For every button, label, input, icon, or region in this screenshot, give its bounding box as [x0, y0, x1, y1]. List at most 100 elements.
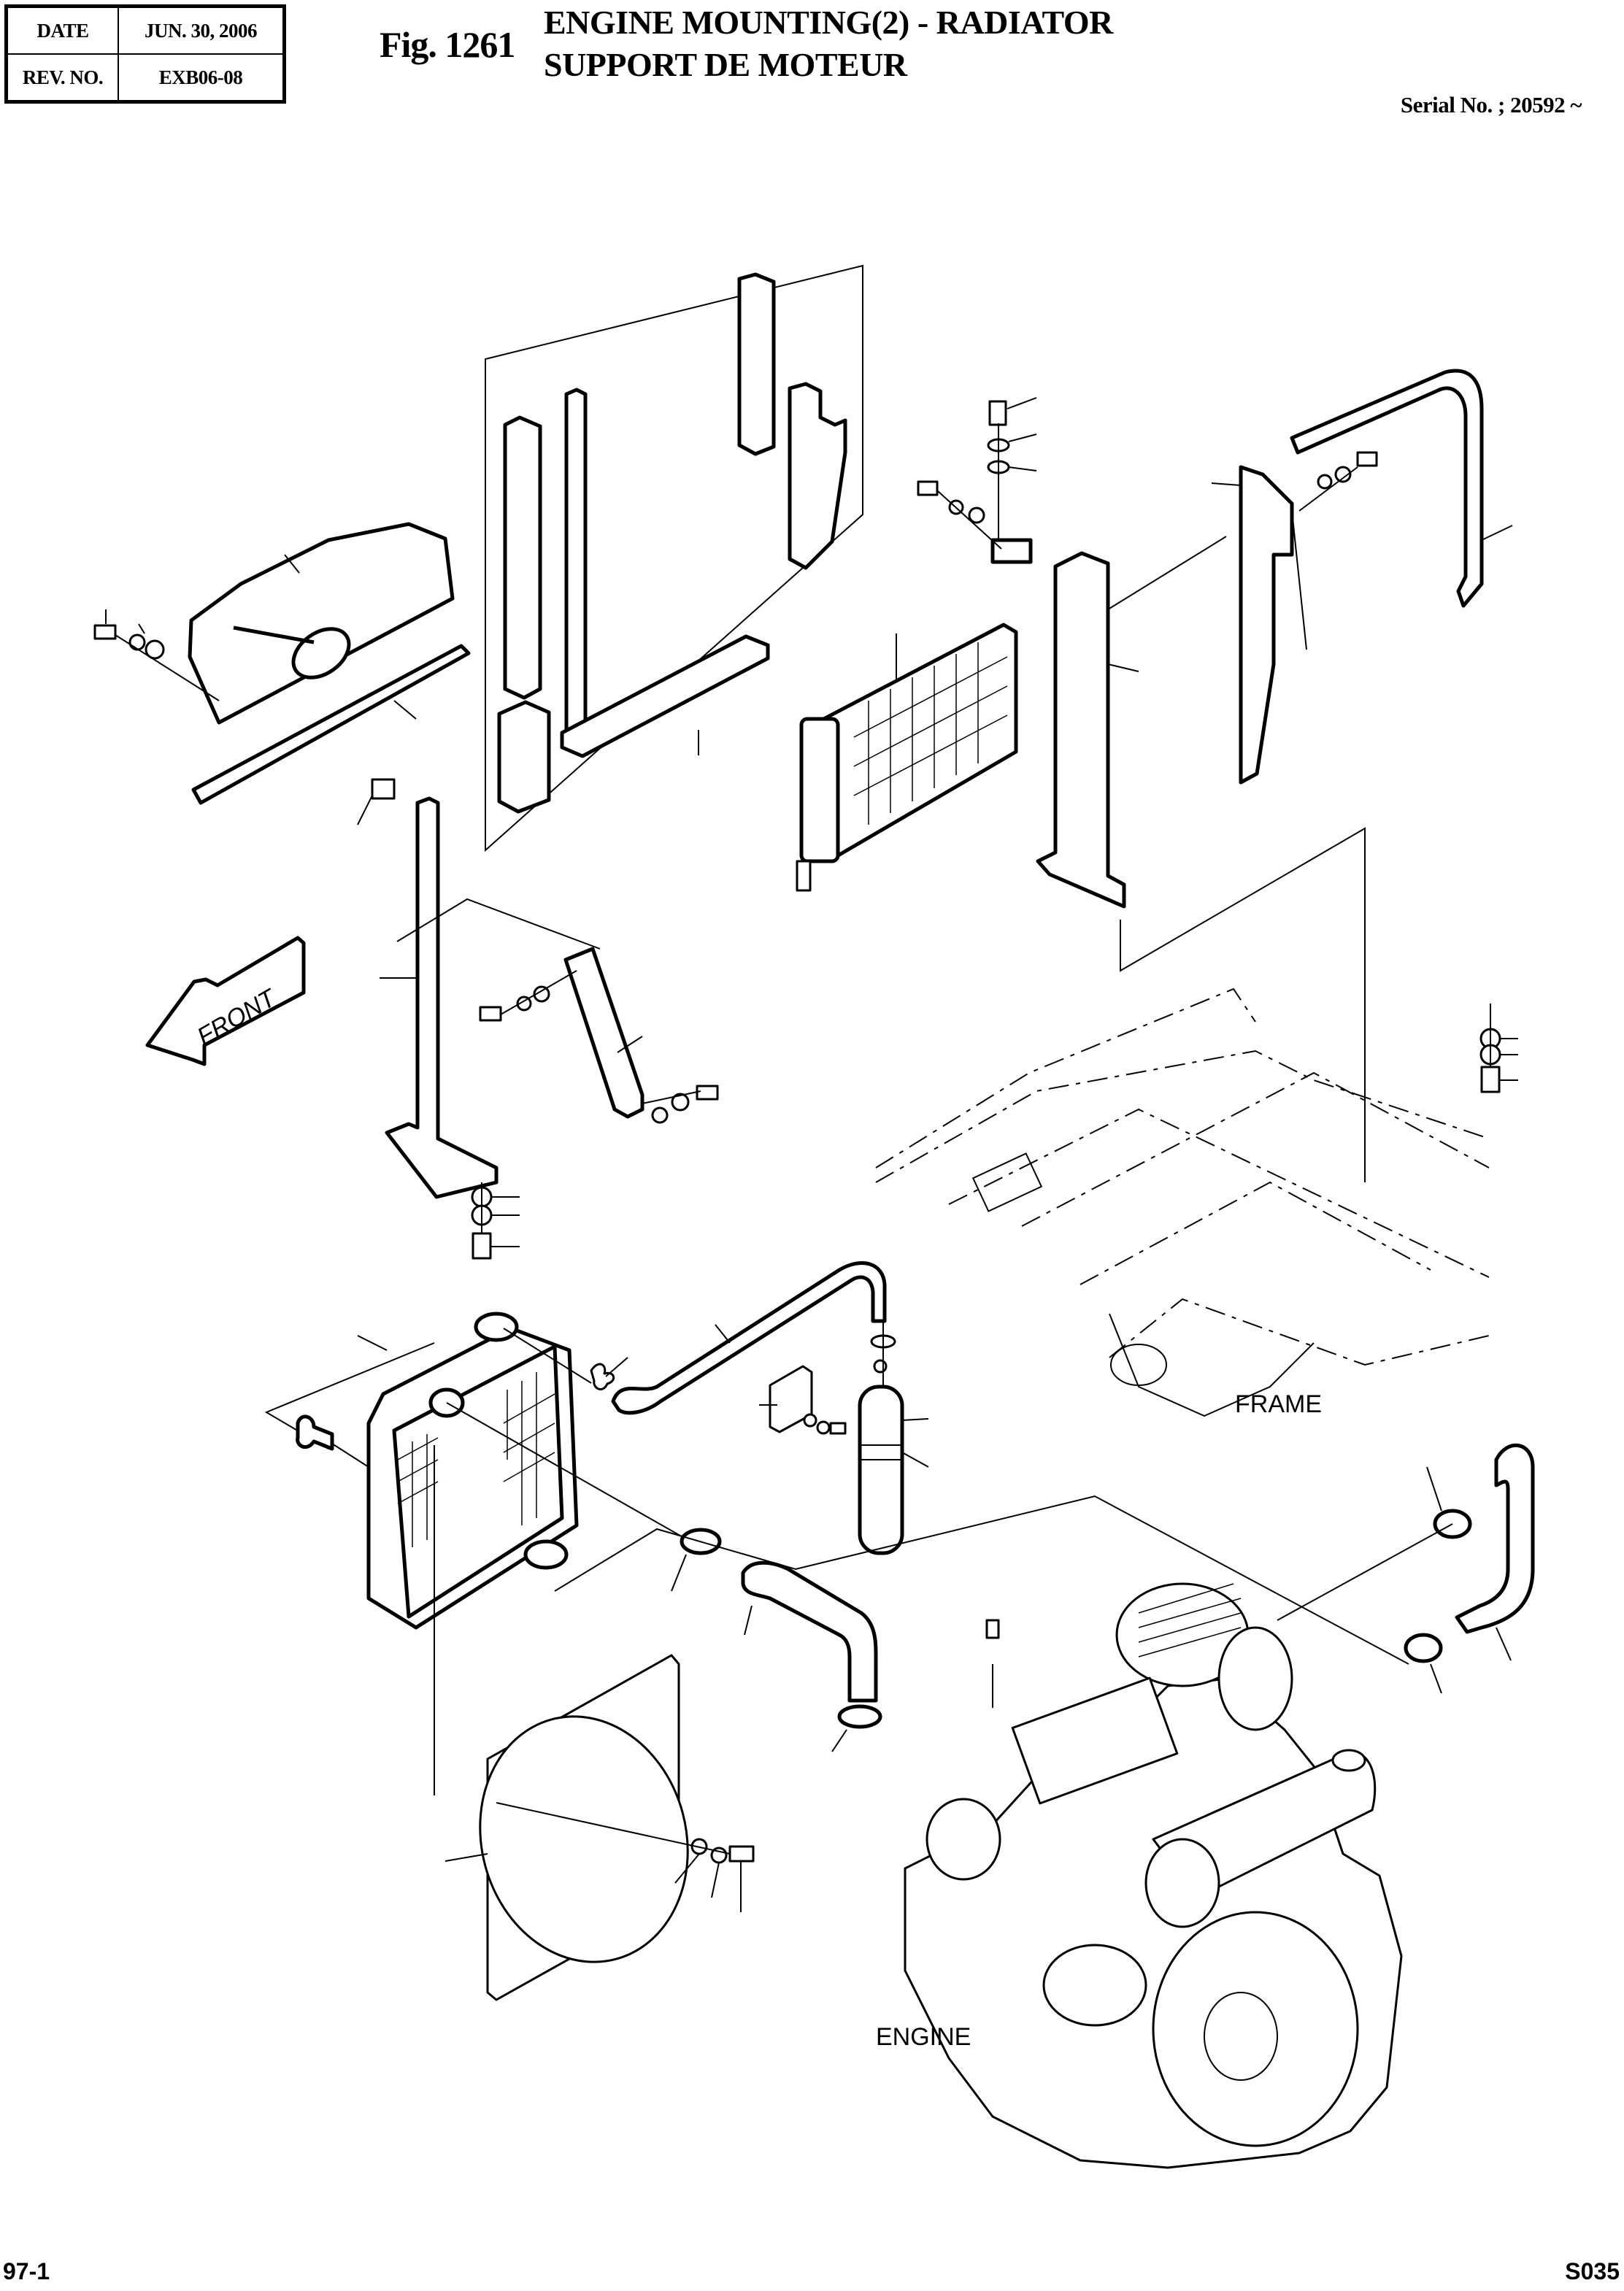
alternator: [925, 1798, 1001, 1881]
radiator-group: [264, 1312, 701, 1795]
stay-right-group: [917, 397, 1227, 909]
flywheel: [1152, 1911, 1359, 2147]
stay-left: [385, 796, 499, 1199]
edge-trim: [1290, 369, 1484, 608]
leader-line: [1007, 397, 1037, 409]
leader-line: [715, 1324, 731, 1344]
leader-line: [617, 1036, 643, 1053]
bolt-icon: [93, 624, 117, 640]
front-arrow: FRONT: [145, 936, 306, 1066]
leader-line: [671, 1554, 687, 1592]
leader-line: [1008, 466, 1037, 471]
document-code: S035: [1565, 2258, 1620, 2284]
washer-icon: [803, 1413, 817, 1428]
assembly-line: [446, 1402, 701, 1548]
fitting-icon: [796, 860, 812, 892]
air-cleaner-cap: [1217, 1626, 1293, 1731]
leader-line: [393, 700, 417, 720]
frame-outline: [948, 1108, 1490, 1278]
engine-label: ENGINE: [876, 2023, 971, 2051]
tank-cap: [873, 1359, 888, 1374]
brace-group: [479, 947, 719, 1124]
reserve-tank: [858, 1385, 904, 1555]
leader-line: [1481, 525, 1513, 541]
hose-clamp-icon: [1404, 1633, 1443, 1663]
page-number: 97-1: [3, 2258, 50, 2284]
radiator-cap: [474, 1312, 519, 1342]
assembly-line: [1107, 536, 1227, 610]
seal-block-4: [788, 382, 847, 570]
title-french: SUPPORT DE MOTEUR: [544, 46, 907, 83]
stay-bracket: [990, 538, 1033, 564]
bolt-icon: [988, 400, 1007, 426]
upper-cover-group: [93, 522, 471, 805]
shroud-plate: [1239, 465, 1294, 785]
upper-engine-hose: [1455, 1443, 1535, 1634]
valve-cover: [1011, 1676, 1179, 1805]
bolt-icon: [829, 1422, 847, 1435]
frame-label: FRAME: [1235, 1390, 1322, 1418]
front-arrow-shape: [145, 936, 306, 1066]
seal-kit-group: [485, 264, 863, 852]
washer-icon: [671, 1093, 690, 1112]
drain-plug-icon: [296, 1414, 334, 1451]
leader-line: [831, 1729, 847, 1752]
assembly-line: [503, 1328, 592, 1384]
frame-box: [971, 1152, 1043, 1212]
figure-number: Fig. 1261: [380, 24, 515, 65]
washer-icon: [516, 996, 532, 1012]
upper-hose-group: [611, 1261, 887, 1415]
title-english: ENGINE MOUNTING(2) - RADIATOR: [544, 4, 1113, 41]
bolt-icon: [696, 1085, 719, 1101]
sensor-icon: [985, 1619, 1000, 1639]
seal-block-6: [560, 634, 770, 758]
muffler-cap: [1331, 1749, 1366, 1772]
upper-hose: [611, 1261, 887, 1415]
bolt-icon: [1356, 451, 1378, 467]
washer-icon: [128, 634, 146, 651]
engine-group: ENGINE: [876, 1582, 1403, 2169]
shroud-plate-group: [1211, 369, 1513, 785]
washer-icon: [1334, 466, 1352, 483]
stay-left-group: [357, 778, 601, 1260]
bolt-icon: [472, 1232, 492, 1260]
seal-block-2: [564, 388, 588, 754]
assembly-line: [496, 1802, 731, 1855]
fan-shroud-group: [445, 1654, 755, 2001]
assembly-line: [554, 1495, 1409, 1665]
leader-line: [357, 1335, 388, 1351]
leader-line: [1211, 482, 1242, 486]
leader-line: [605, 1357, 628, 1377]
reserve-tank-group: [759, 1321, 929, 1555]
leader-line: [445, 1853, 488, 1862]
frame-outline: [1109, 1298, 1490, 1366]
hose-clamp-icon: [837, 1704, 882, 1729]
leader-line: [744, 1605, 753, 1636]
page-title: ENGINE MOUNTING(2) - RADIATOR SUPPORT DE…: [544, 1, 1113, 86]
seal-kit-frame: [485, 264, 863, 852]
assembly-line: [396, 898, 601, 950]
upper-engine-hose-group: [1277, 1443, 1535, 1694]
fan-shroud-ring: [479, 1715, 689, 1963]
frame-outline: [875, 987, 1256, 1168]
leader-line: [1008, 434, 1037, 442]
leader-line: [901, 1418, 929, 1421]
washer-icon: [651, 1106, 669, 1124]
revision-table: DATE JUN. 30, 2006 REV. NO. EXB06-08: [4, 4, 286, 104]
leader-line: [1107, 663, 1139, 672]
rubber-strip: [191, 644, 471, 805]
bolt-icon: [1480, 1066, 1501, 1093]
leader-line: [1430, 1663, 1442, 1694]
lower-hose: [741, 1560, 878, 1703]
air-cleaner-fins: [1138, 1583, 1242, 1657]
washer-icon: [533, 985, 550, 1003]
bolt-icon: [479, 1006, 502, 1022]
assembly-line: [1298, 466, 1358, 512]
radiator-mesh: [397, 1372, 555, 1547]
starter: [1042, 1944, 1147, 2027]
assembly-line: [642, 1090, 701, 1104]
assembly-line: [115, 634, 220, 701]
cover-pipe-body: [233, 625, 315, 644]
date-label: DATE: [5, 5, 119, 55]
